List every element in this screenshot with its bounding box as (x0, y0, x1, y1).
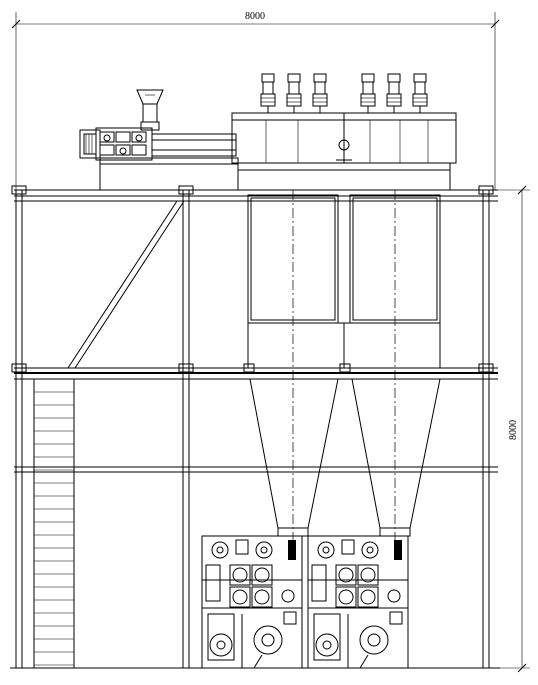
access-ladder (33, 379, 75, 668)
processing-unit (311, 539, 403, 669)
width-dimension: 8000 (11, 11, 500, 190)
motor-icon (286, 73, 302, 113)
motor-icon (260, 73, 276, 113)
drive-motors (260, 73, 428, 113)
motor-icon (412, 73, 428, 113)
processing-unit (205, 539, 297, 669)
motor-icon (360, 73, 376, 113)
cyclone-cone-left (249, 378, 339, 537)
height-dimension: 8000 (495, 185, 530, 673)
collector-shell (247, 322, 441, 369)
center-lines (292, 190, 396, 560)
width-dimension-label: 8000 (245, 11, 265, 22)
cyclone-cone-right (351, 378, 441, 537)
motor-icon (312, 73, 328, 113)
height-dimension-label: 8000 (508, 420, 519, 440)
bottom-machinery (201, 535, 409, 669)
extruder-feeder (79, 89, 239, 191)
top-housing (231, 112, 457, 191)
motor-icon (386, 73, 402, 113)
